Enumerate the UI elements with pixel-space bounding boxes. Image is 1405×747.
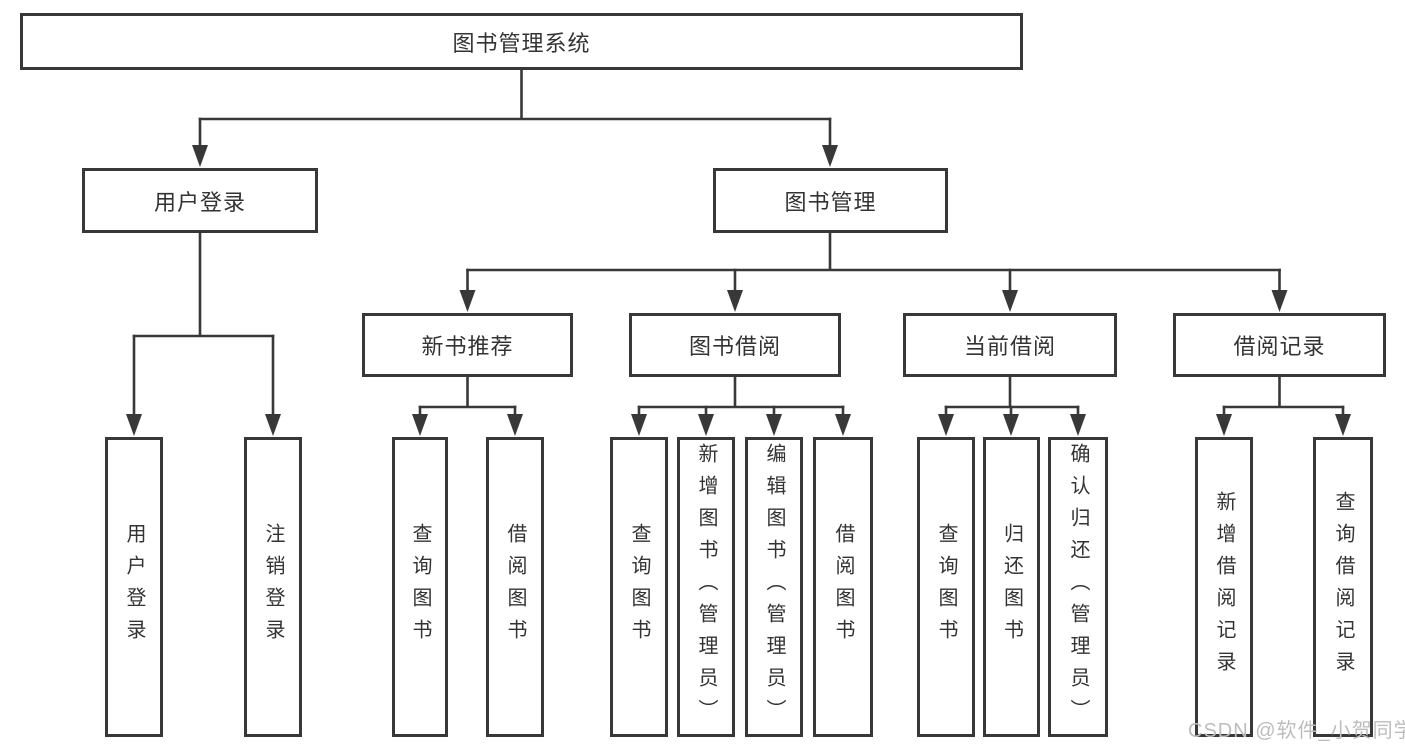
node-leaf-edit-books-admin: 编辑图书（管理员） — [745, 437, 803, 737]
node-book-borrowing: 图书借阅 — [629, 313, 841, 377]
node-label: 借阅图书 — [832, 523, 854, 651]
node-leaf-return-books: 归还图书 — [983, 437, 1040, 737]
node-leaf-query-books-newrec: 查询图书 — [392, 437, 448, 737]
node-new-book-recommendation: 新书推荐 — [362, 313, 573, 377]
arrowheads — [126, 145, 1351, 436]
node-user-login-group: 用户登录 — [82, 168, 318, 233]
node-label: 图书借阅 — [688, 334, 781, 359]
node-leaf-query-books-current: 查询图书 — [917, 437, 975, 737]
node-label: 用户登录 — [123, 523, 145, 651]
node-label: 编辑图书（管理员） — [763, 443, 785, 731]
node-label: 查询图书 — [628, 523, 650, 651]
node-leaf-user-login: 用户登录 — [105, 437, 163, 737]
node-leaf-query-borrow-record: 查询借阅记录 — [1313, 437, 1373, 737]
node-label: 借阅记录 — [1233, 334, 1326, 359]
node-current-borrowing: 当前借阅 — [903, 313, 1117, 377]
node-leaf-query-books-borrowing: 查询图书 — [610, 437, 668, 737]
node-leaf-borrow-books-borrowing: 借阅图书 — [813, 437, 873, 737]
node-label: 新书推荐 — [421, 334, 514, 359]
node-label: 确认归还（管理员） — [1067, 443, 1089, 731]
node-label: 图书管理系统 — [452, 30, 591, 56]
node-leaf-borrow-books-newrec: 借阅图书 — [486, 437, 544, 737]
node-label: 查询图书 — [935, 523, 957, 651]
node-label: 借阅图书 — [504, 523, 526, 651]
node-leaf-logout: 注销登录 — [244, 437, 302, 737]
node-label: 新增借阅记录 — [1213, 491, 1235, 683]
node-label: 注销登录 — [262, 523, 284, 651]
node-book-management: 图书管理 — [713, 168, 948, 233]
node-library-management-system: 图书管理系统 — [20, 13, 1023, 70]
node-label: 新增图书（管理员） — [695, 443, 717, 731]
node-label: 查询图书 — [409, 523, 431, 651]
node-label: 归还图书 — [1000, 523, 1023, 651]
node-leaf-add-borrow-record: 新增借阅记录 — [1195, 437, 1253, 737]
node-leaf-add-books-admin: 新增图书（管理员） — [677, 437, 735, 737]
node-borrowing-records: 借阅记录 — [1173, 313, 1386, 377]
node-label: 当前借阅 — [963, 334, 1056, 359]
node-label: 用户登录 — [153, 189, 246, 215]
node-leaf-confirm-return-admin: 确认归还（管理员） — [1048, 437, 1108, 737]
csdn-watermark: CSDN @软件_小贺同学 — [1188, 720, 1405, 742]
node-label: 查询借阅记录 — [1332, 491, 1354, 683]
node-label: 图书管理 — [784, 189, 877, 215]
